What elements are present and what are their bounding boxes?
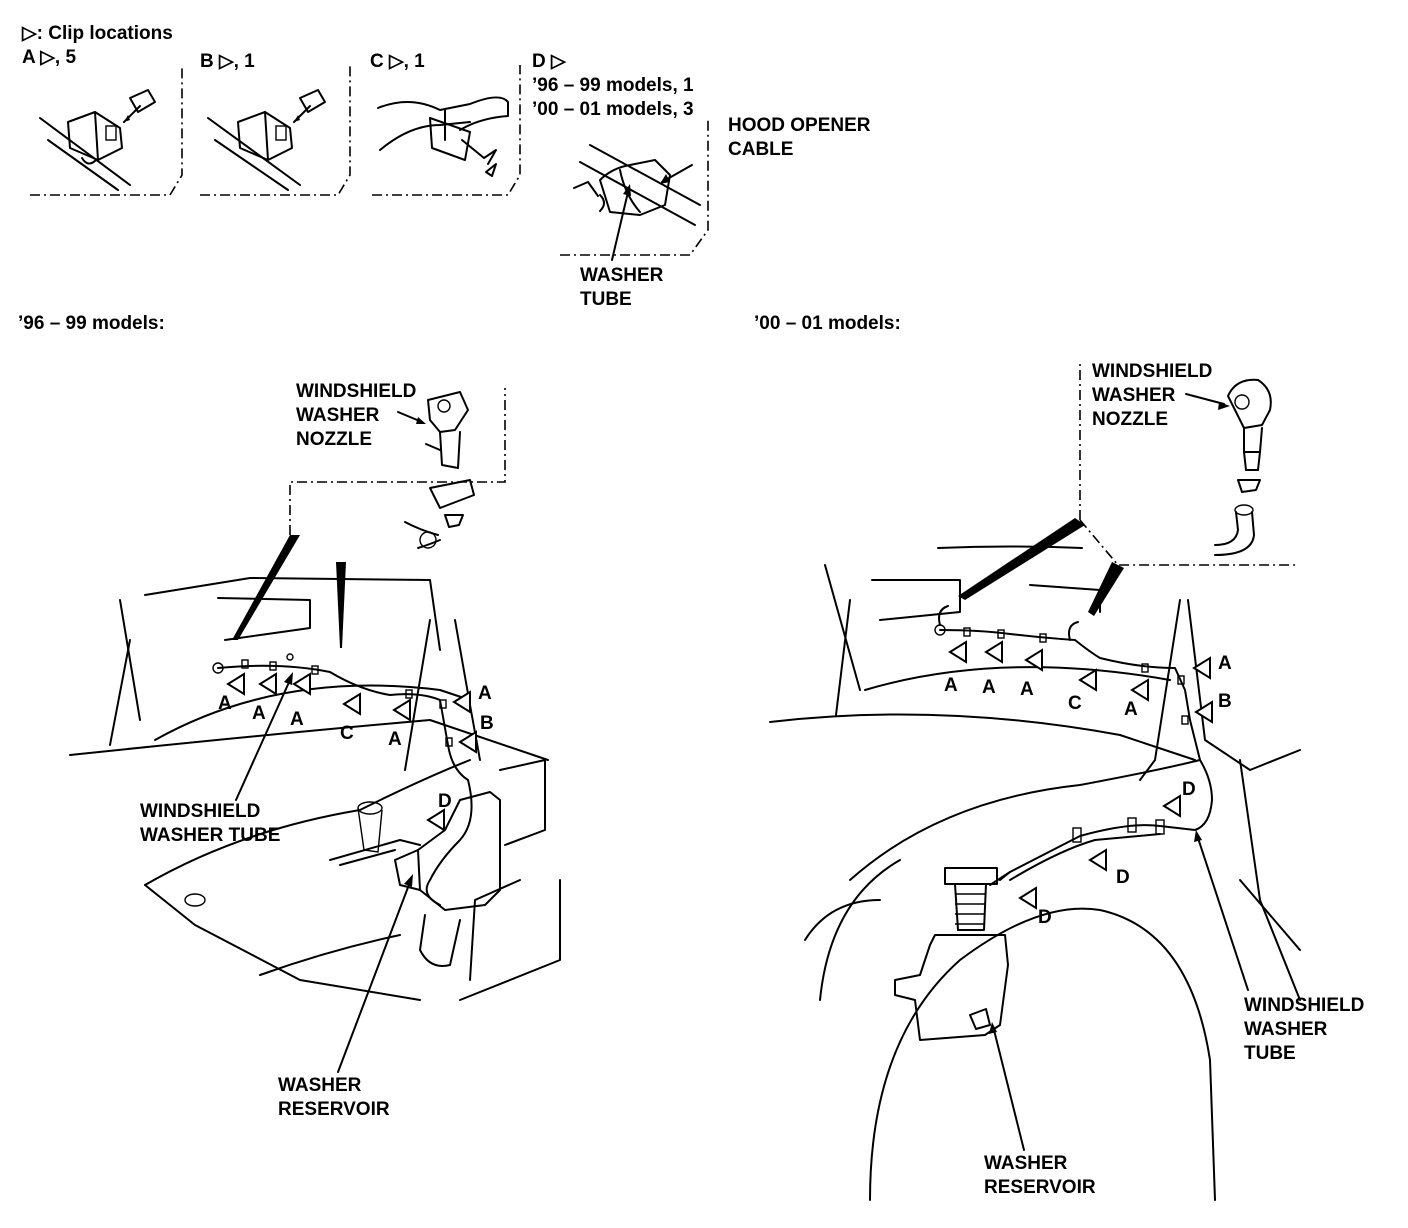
right-reservoir [894,867,1011,1041]
left-nozzle-callout [232,388,506,648]
inset-d-clip-drawing [573,144,701,261]
right-tube-label: WINDSHIELD WASHER TUBE [1244,995,1365,1064]
left-clip-label: C [340,723,354,744]
left-reservoir [329,791,501,967]
inset-c-clip-drawing [377,96,509,177]
left-clip-label: A [252,703,266,724]
left-tube-label: WINDSHIELD WASHER TUBE [140,801,281,846]
right-clip-label: A [944,675,958,696]
right-clip-label: A [1020,679,1034,700]
right-view-heading: ’00 – 01 models: [754,313,901,334]
right-clip-label: D [1182,779,1196,800]
right-nozzle-callout [958,360,1298,616]
inset-d-washer-tube-label: WASHER TUBE [580,265,664,310]
inset-d-caption: D ▷ [532,51,566,72]
right-clip-label: C [1068,693,1082,714]
right-nozzle-label: WINDSHIELD WASHER NOZZLE [1092,361,1213,430]
left-clip-markers [226,672,477,832]
left-view-heading: ’96 – 99 models: [18,313,165,334]
left-clip-label: A [388,729,402,750]
inset-b-caption: B ▷, 1 [200,51,255,72]
left-reservoir-label: WASHER RESERVOIR [278,1075,390,1120]
left-clip-label: A [478,683,492,704]
right-washer-tube-route [934,605,1213,886]
left-vehicle-body [69,577,561,1001]
right-clip-label: A [1124,699,1138,720]
clip-legend-title: ▷: Clip locations [22,23,173,44]
right-clip-label: B [1218,691,1232,712]
right-clip-markers [948,640,1213,910]
inset-d-line-96-99: ’96 – 99 models, 1 [532,75,694,96]
left-nozzle-label: WINDSHIELD WASHER NOZZLE [296,381,417,450]
left-clip-label: A [218,693,232,714]
right-clip-label: A [982,677,996,698]
left-clip-label: A [290,709,304,730]
hood-opener-cable-label: HOOD OPENER CABLE [728,115,871,160]
inset-a-clip-drawing [39,89,156,191]
right-clip-label: D [1038,907,1052,928]
inset-a-caption: A ▷, 5 [22,47,77,68]
inset-frames [30,65,709,256]
inset-c-caption: C ▷, 1 [370,51,425,72]
right-reservoir-label: WASHER RESERVOIR [984,1153,1096,1198]
inset-b-clip-drawing [207,89,326,191]
left-clip-label: D [438,791,452,812]
right-clip-label: A [1218,653,1232,674]
left-clip-label: B [480,713,494,734]
right-leader-lines [989,830,1249,1151]
left-leader-lines [235,672,413,1073]
right-clip-label: D [1116,867,1130,888]
right-vehicle-body [769,545,1301,1201]
inset-d-line-00-01: ’00 – 01 models, 3 [532,99,694,120]
left-washer-tube-route [212,653,473,906]
